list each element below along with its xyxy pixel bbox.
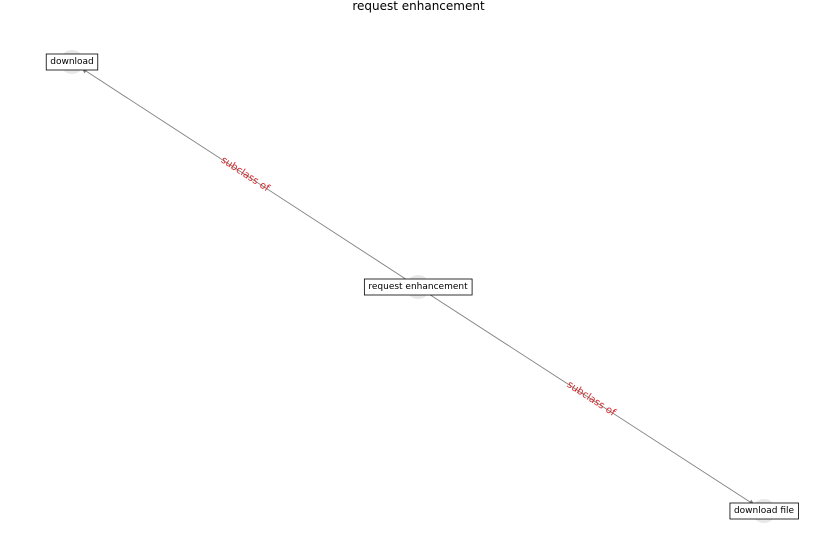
node-label: request enhancement [368, 282, 468, 292]
node-download: download [45, 50, 99, 74]
edge-label-1: subclass of [565, 379, 618, 419]
edge-line-1 [427, 293, 755, 505]
nodes-layer: download request enhancement download file [45, 50, 799, 523]
node-label: download file [734, 506, 795, 516]
node-download-file: download file [729, 499, 799, 523]
node-box [363, 278, 473, 296]
node-label: download [50, 57, 94, 67]
diagram-title: request enhancement [352, 0, 485, 13]
edge-line-0 [81, 68, 409, 281]
node-box [729, 502, 799, 520]
node-box [45, 53, 99, 71]
edge-label-0: subclass of [219, 155, 272, 195]
node-request-enhancement: request enhancement [363, 275, 473, 299]
